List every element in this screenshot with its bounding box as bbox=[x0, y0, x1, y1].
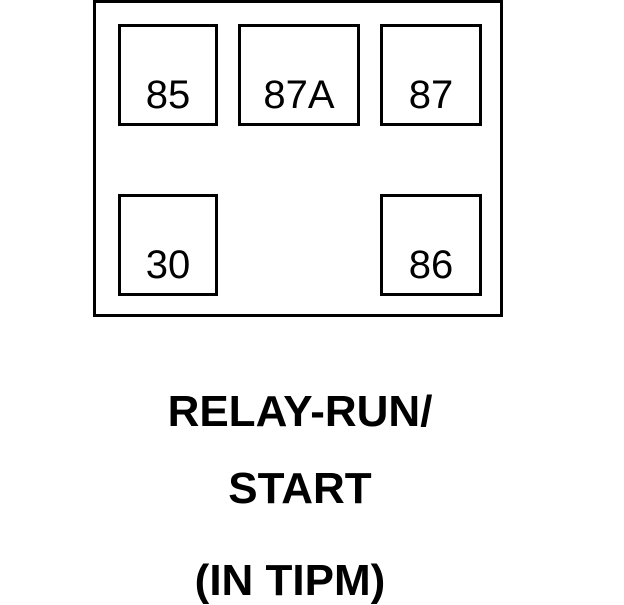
terminal-label: 85 bbox=[145, 73, 191, 117]
caption-line-3: (IN TIPM) bbox=[194, 556, 386, 605]
relay-body bbox=[93, 0, 503, 317]
caption-line-2: START bbox=[228, 464, 372, 513]
terminal-30: 30 bbox=[118, 194, 218, 296]
terminal-87a: 87A bbox=[238, 24, 360, 126]
terminal-85: 85 bbox=[118, 24, 218, 126]
terminal-86: 86 bbox=[380, 194, 482, 296]
terminal-label: 86 bbox=[408, 243, 454, 287]
terminal-label: 30 bbox=[145, 243, 191, 287]
terminal-label: 87 bbox=[408, 73, 454, 117]
caption-line-1: RELAY-RUN/ bbox=[167, 387, 433, 436]
terminal-87: 87 bbox=[380, 24, 482, 126]
terminal-label: 87A bbox=[263, 73, 335, 117]
